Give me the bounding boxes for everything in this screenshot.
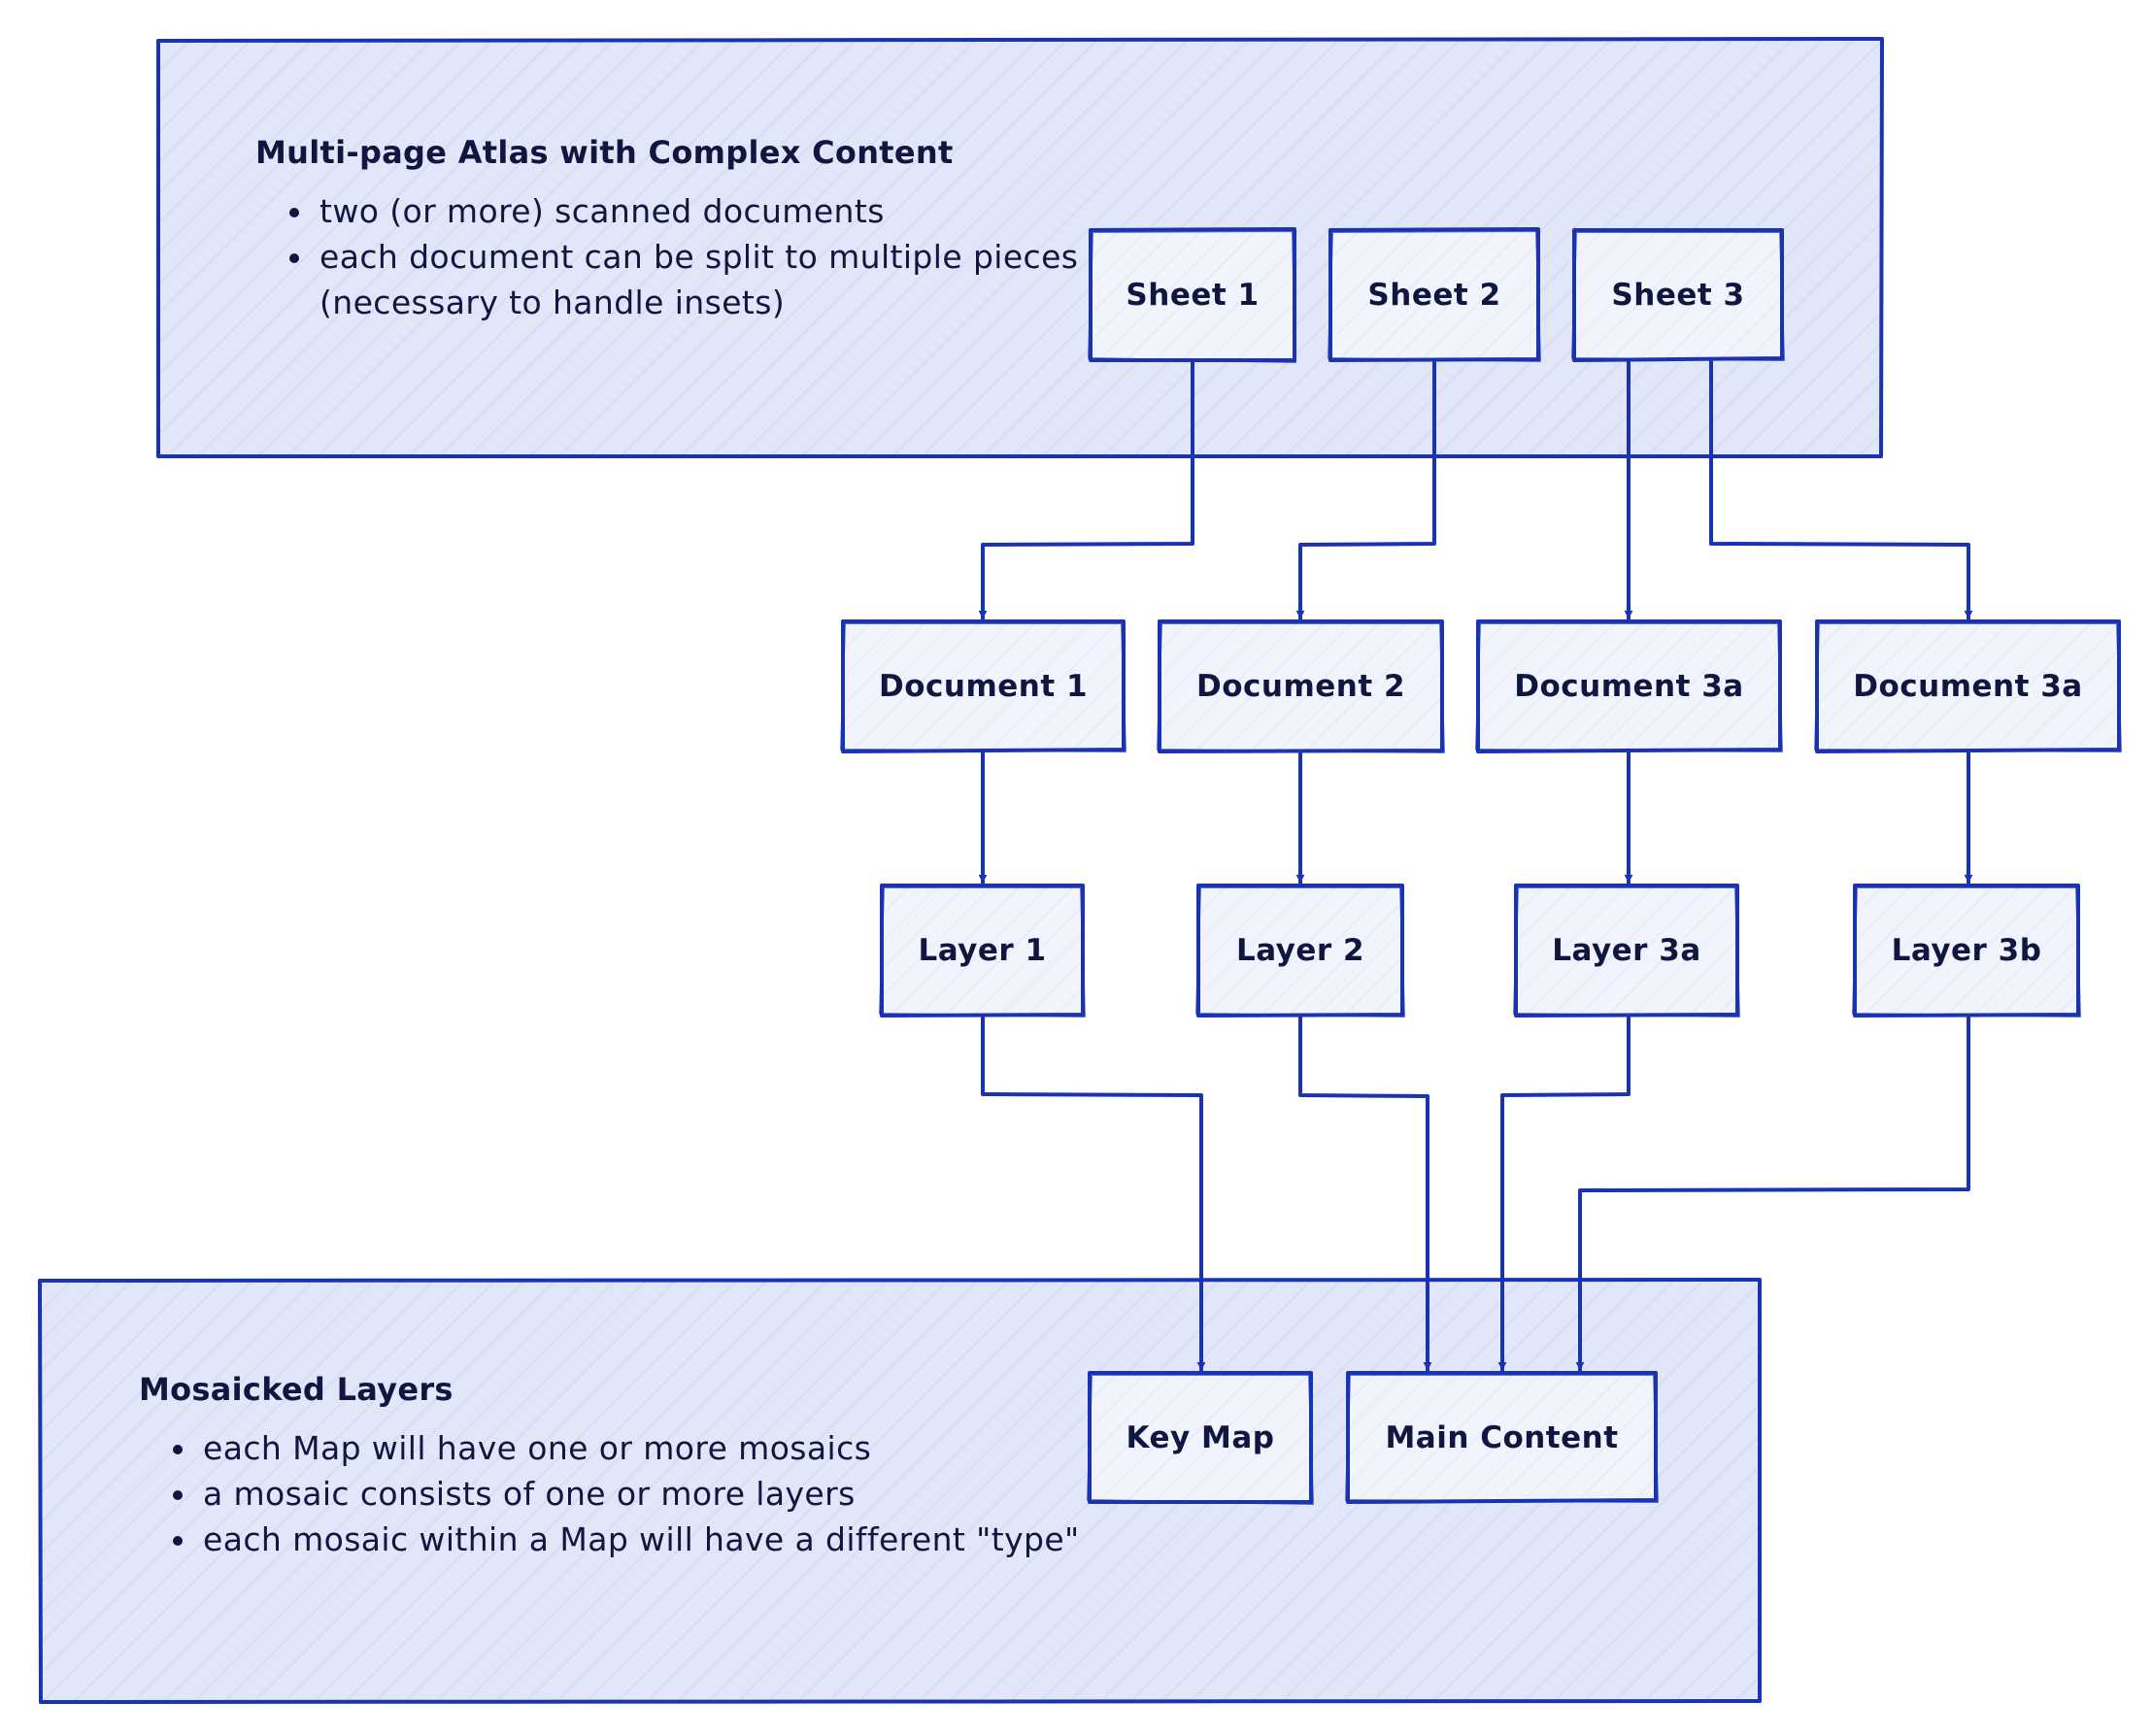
mosaic-group-border [38, 1278, 1762, 1704]
mosaic-bullet: each mosaic within a Map will have a dif… [199, 1517, 1110, 1562]
node-label: Sheet 3 [1611, 278, 1745, 313]
node-label: Document 3a [1514, 669, 1744, 704]
connector-layer3b-maincontent [1575, 1014, 1970, 1372]
node-layer-2[interactable]: Layer 2 [1198, 885, 1402, 1016]
mosaic-group-title: Mosaicked Layers [139, 1371, 454, 1408]
atlas-bullet: each document can be split to multiple p… [316, 234, 1091, 325]
node-document-2[interactable]: Document 2 [1160, 621, 1442, 751]
node-document-3a[interactable]: Document 3a [1478, 621, 1780, 751]
node-layer-3b[interactable]: Layer 3b [1855, 885, 2078, 1016]
connector-sheet3-document3a-second [1709, 358, 1973, 620]
node-label: Document 2 [1195, 669, 1406, 704]
node-label: Layer 2 [1235, 933, 1365, 968]
node-label: Layer 1 [918, 933, 1047, 968]
node-label: Layer 3b [1891, 933, 2042, 968]
node-label: Layer 3a [1552, 933, 1701, 968]
mosaic-group-description: Mosaicked Layers each Map will have one … [139, 1371, 1110, 1562]
mosaic-bullet: a mosaic consists of one or more layers [199, 1471, 1110, 1517]
node-main-content[interactable]: Main Content [1348, 1373, 1656, 1502]
atlas-group-border [156, 37, 1884, 458]
connector-layer1-keymap [981, 1014, 1206, 1372]
node-sheet-3[interactable]: Sheet 3 [1574, 230, 1782, 360]
node-document-3a-second[interactable]: Document 3a [1817, 621, 2119, 751]
connector-layer3a-maincontent [1497, 1014, 1631, 1372]
node-label: Sheet 1 [1126, 278, 1260, 313]
node-sheet-2[interactable]: Sheet 2 [1330, 230, 1538, 360]
connector-sheet1-document1 [978, 358, 1194, 620]
atlas-group-description: Multi-page Atlas with Complex Content tw… [255, 134, 1091, 325]
atlas-group-bullets: two (or more) scanned documents each doc… [255, 188, 1091, 325]
node-sheet-1[interactable]: Sheet 1 [1091, 230, 1295, 360]
node-borders [841, 227, 2121, 1504]
node-label: Document 1 [878, 669, 1089, 704]
node-layer-1[interactable]: Layer 1 [882, 885, 1083, 1016]
node-key-map[interactable]: Key Map [1090, 1373, 1311, 1502]
connector-sheet2-document2 [1295, 358, 1436, 620]
connector-layer2-maincontent [1298, 1014, 1432, 1372]
node-layer-3a[interactable]: Layer 3a [1516, 885, 1737, 1016]
atlas-group-title: Multi-page Atlas with Complex Content [255, 134, 954, 171]
node-document-1[interactable]: Document 1 [843, 621, 1124, 751]
atlas-bullet: two (or more) scanned documents [316, 188, 1091, 234]
node-label: Key Map [1126, 1419, 1275, 1455]
node-label: Main Content [1385, 1419, 1619, 1455]
node-label: Document 3a [1853, 669, 2083, 704]
node-label: Sheet 2 [1367, 278, 1501, 313]
mosaic-group-bullets: each Map will have one or more mosaics a… [139, 1425, 1110, 1562]
mosaic-bullet: each Map will have one or more mosaics [199, 1425, 1110, 1471]
